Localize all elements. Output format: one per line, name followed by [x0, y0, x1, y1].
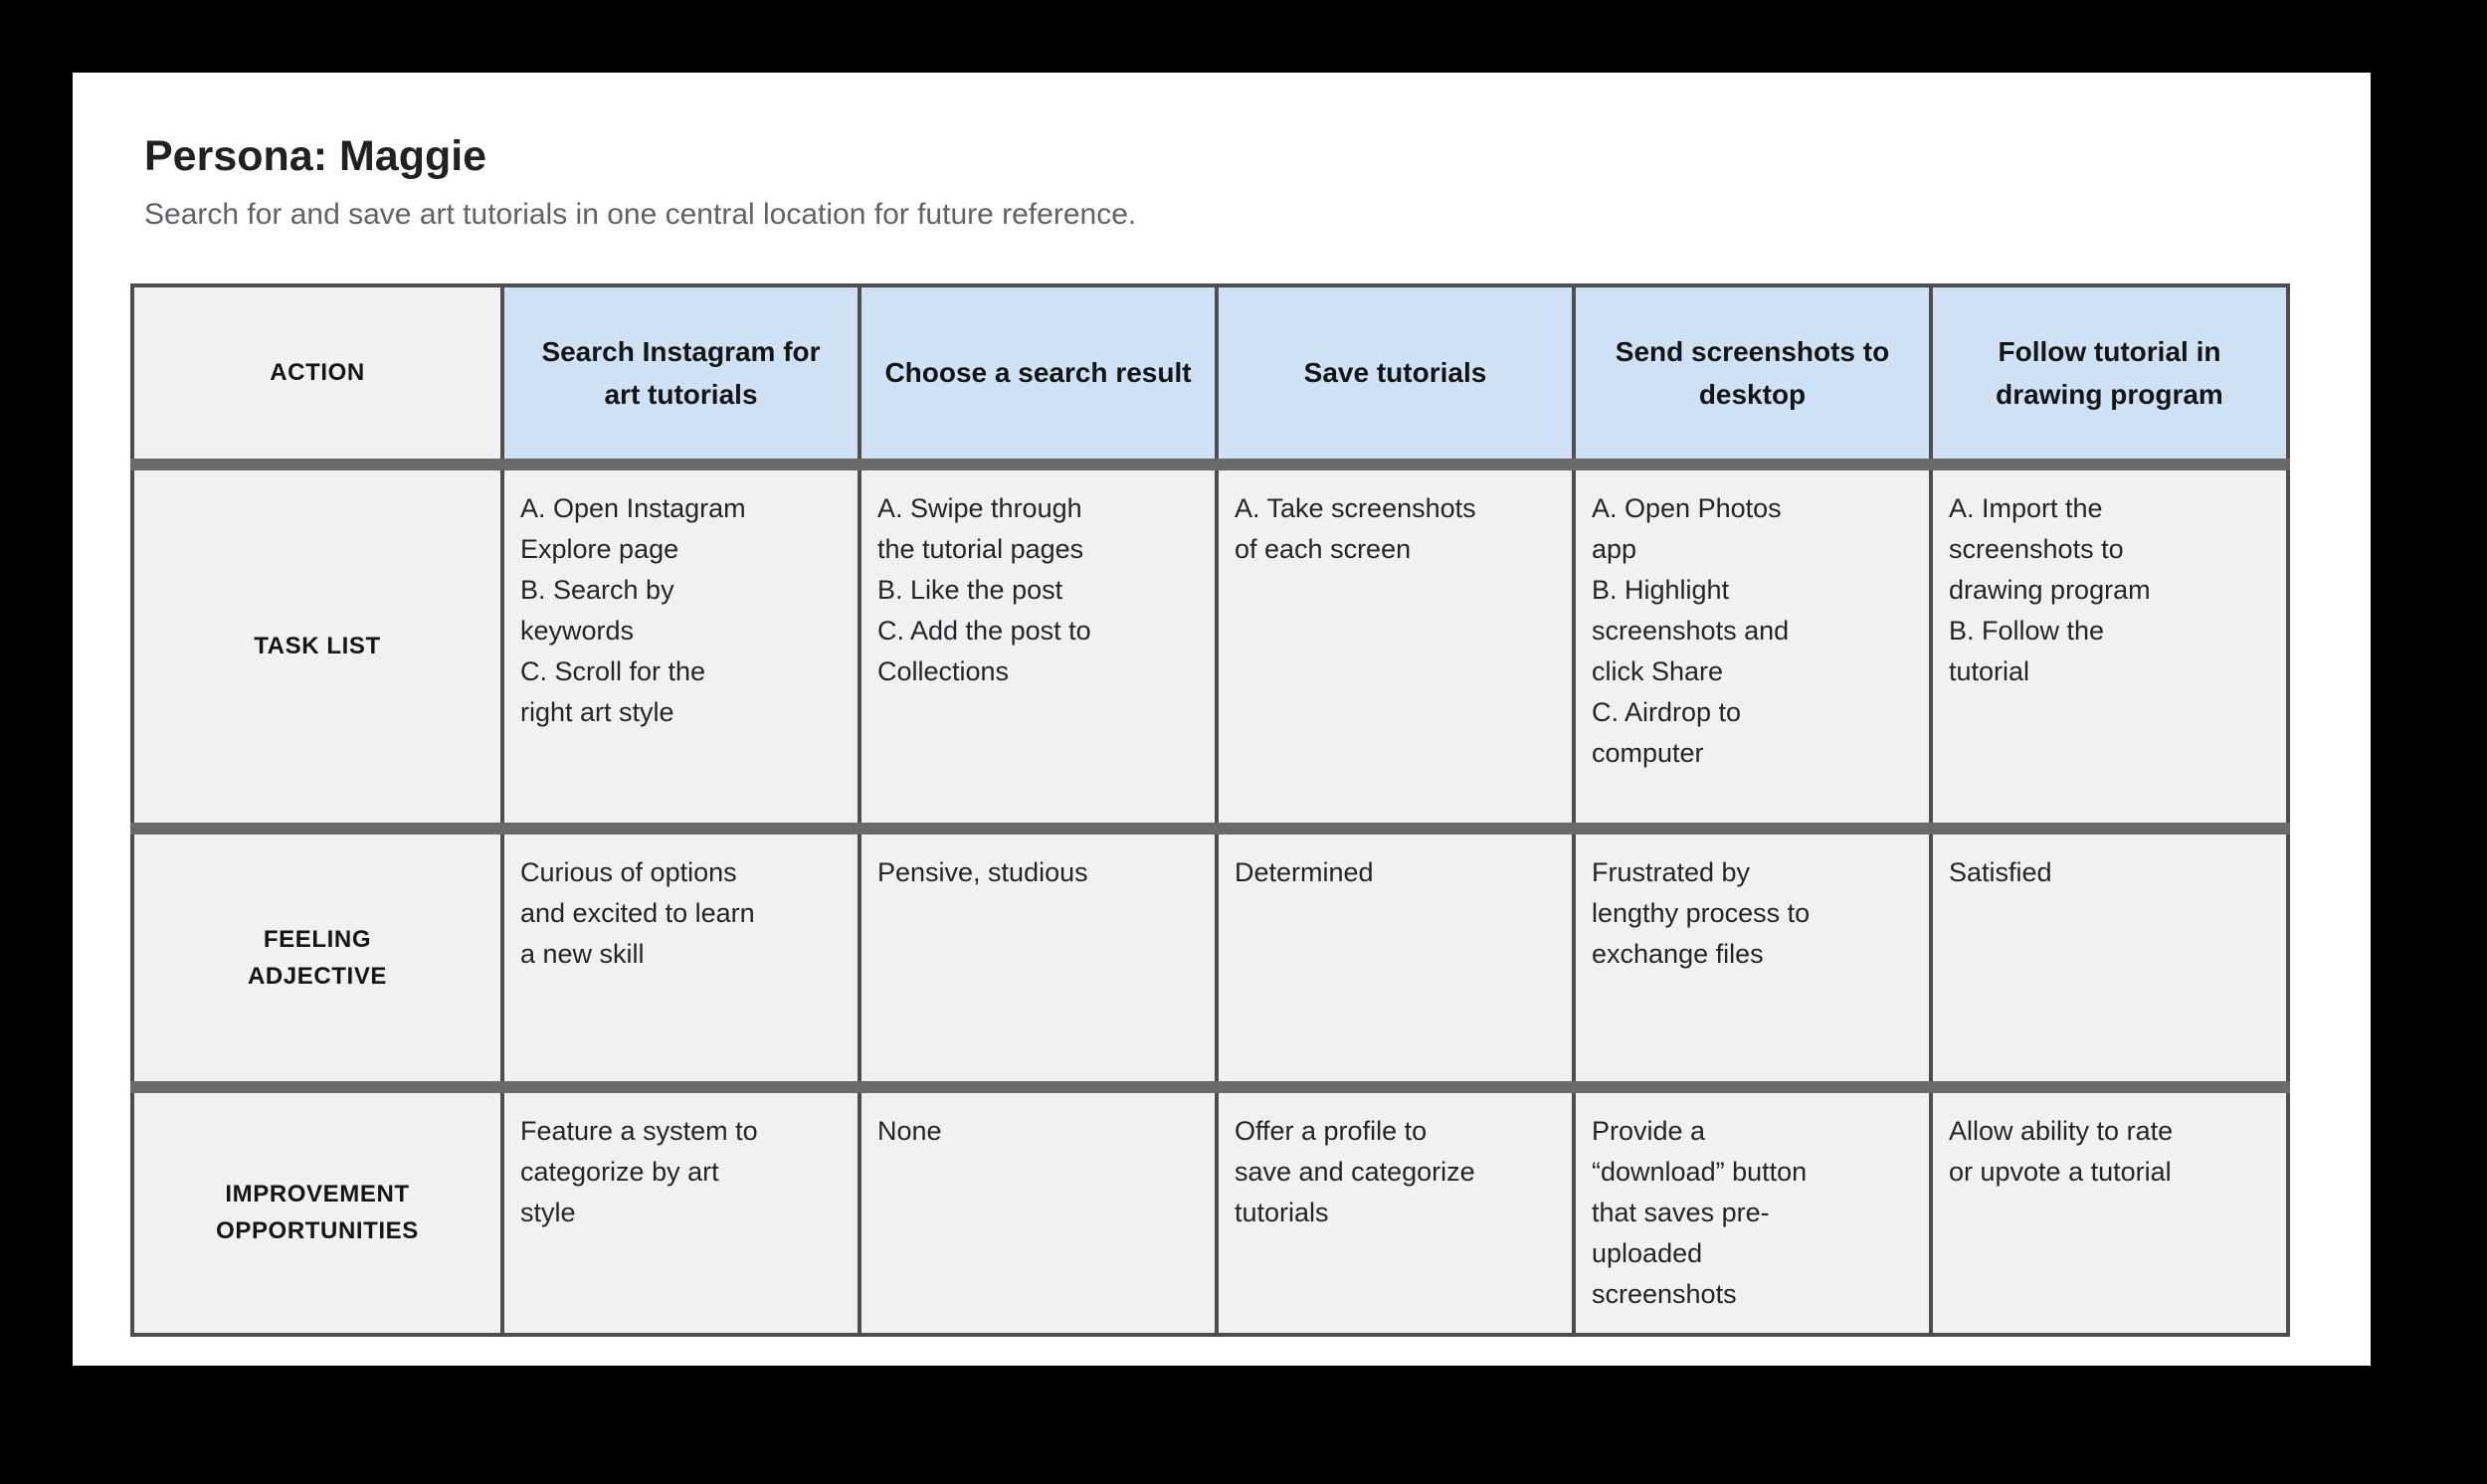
cell-improvement-2: None [858, 1080, 1219, 1337]
column-header-search-instagram: Search Instagram for art tutorials [500, 282, 861, 466]
improvement-opportunities-row: IMPROVEMENT OPPORTUNITIES Feature a syst… [130, 1080, 2290, 1337]
cell-feeling-1: Curious of options and excited to learn … [500, 822, 861, 1089]
slide-page: Persona: Maggie Search for and save art … [73, 73, 2371, 1366]
cell-task-list-2: A. Swipe through the tutorial pages B. L… [858, 458, 1219, 831]
feeling-adjective-row: FEELING ADJECTIVE Curious of options and… [130, 822, 2290, 1089]
cell-improvement-3: Offer a profile to save and categorize t… [1215, 1080, 1576, 1337]
page-subtitle: Search for and save art tutorials in one… [144, 198, 1137, 232]
cell-feeling-5: Satisfied [1929, 822, 2290, 1089]
row-label-feeling-adjective: FEELING ADJECTIVE [130, 822, 504, 1089]
cell-improvement-5: Allow ability to rate or upvote a tutori… [1929, 1080, 2290, 1337]
page-title: Persona: Maggie [144, 132, 487, 180]
cell-improvement-1: Feature a system to categorize by art st… [500, 1080, 861, 1337]
cell-feeling-4: Frustrated by lengthy process to exchang… [1572, 822, 1933, 1089]
column-header-save-tutorials: Save tutorials [1215, 282, 1576, 466]
row-label-improvement-opportunities: IMPROVEMENT OPPORTUNITIES [130, 1080, 504, 1337]
column-header-follow-tutorial: Follow tutorial in drawing program [1929, 282, 2290, 466]
cell-feeling-2: Pensive, studious [858, 822, 1219, 1089]
column-header-choose-result: Choose a search result [858, 282, 1219, 466]
column-header-send-screenshots: Send screenshots to desktop [1572, 282, 1933, 466]
cell-task-list-4: A. Open Photos app B. Highlight screensh… [1572, 458, 1933, 831]
row-label-task-list: TASK LIST [130, 458, 504, 831]
cell-task-list-1: A. Open Instagram Explore page B. Search… [500, 458, 861, 831]
cell-task-list-5: A. Import the screenshots to drawing pro… [1929, 458, 2290, 831]
corner-header-action: ACTION [130, 282, 504, 466]
cell-improvement-4: Provide a “download” button that saves p… [1572, 1080, 1933, 1337]
cell-task-list-3: A. Take screenshots of each screen [1215, 458, 1576, 831]
task-list-row: TASK LIST A. Open Instagram Explore page… [130, 458, 2290, 831]
action-header-row: ACTION Search Instagram for art tutorial… [130, 282, 2290, 466]
cell-feeling-3: Determined [1215, 822, 1576, 1089]
journey-map-table: ACTION Search Instagram for art tutorial… [130, 282, 2290, 1337]
